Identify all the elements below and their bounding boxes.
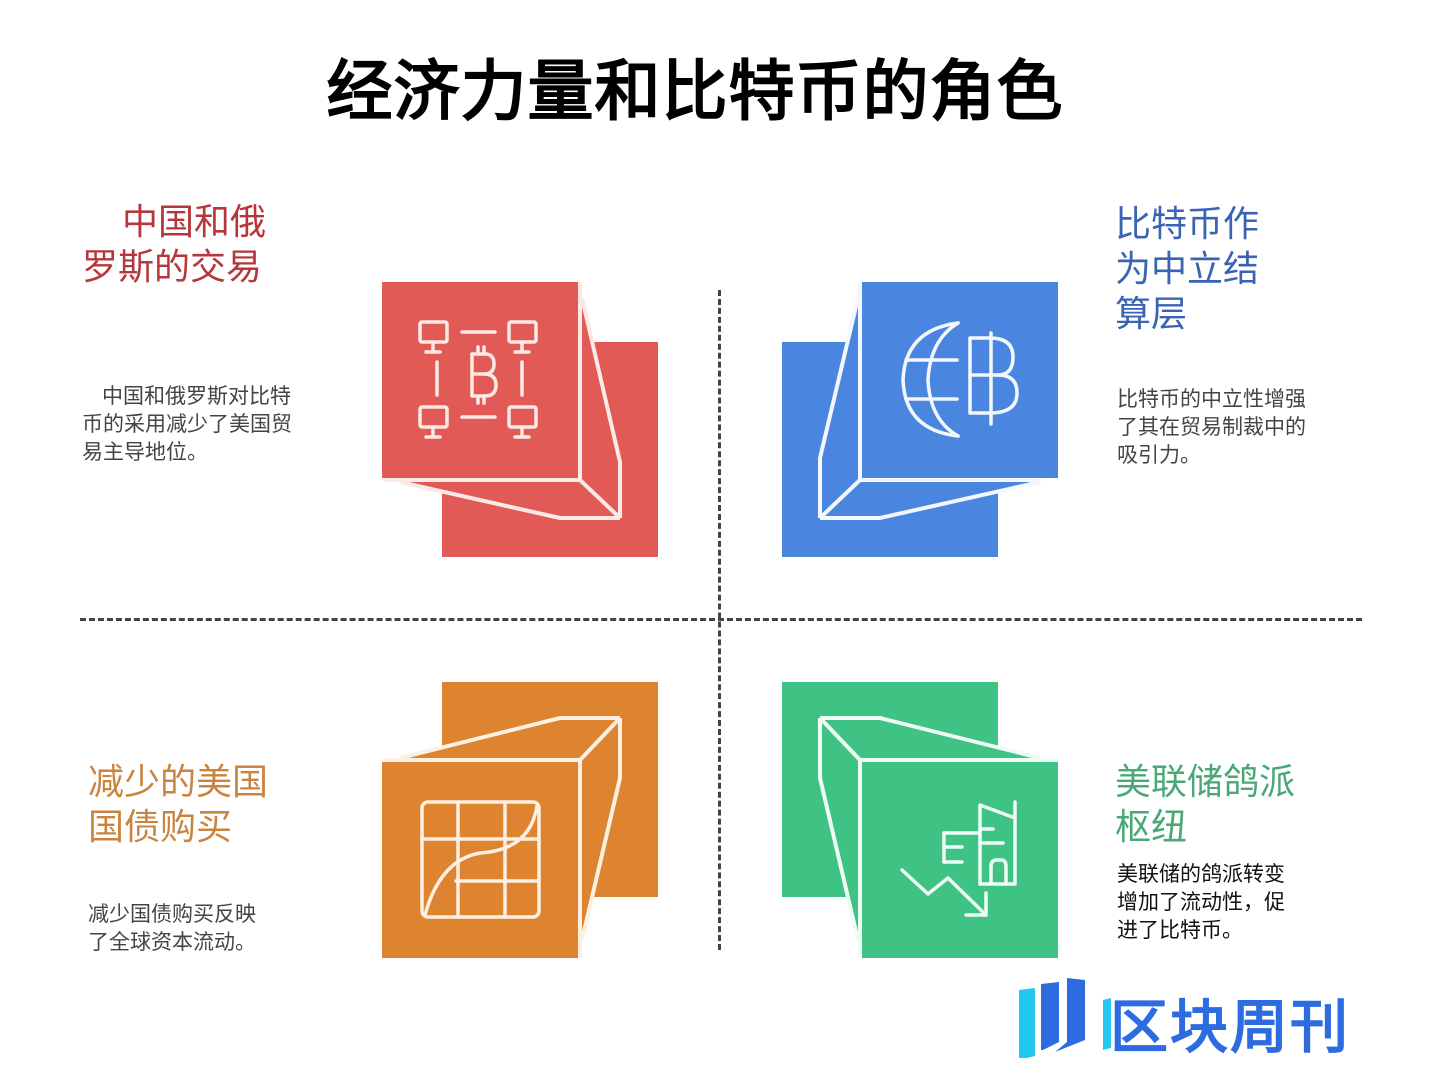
horizontal-divider <box>80 618 1362 621</box>
orange-cube-graphic <box>382 682 658 958</box>
blue-cube-graphic <box>782 282 1058 557</box>
globe-bitcoin-icon <box>901 321 1019 438</box>
building-downtrend-icon <box>900 800 1017 917</box>
logo-mark-icon <box>1019 978 1111 1058</box>
bond-grid-chart-icon <box>420 800 541 919</box>
description-fed-dovish-pivot: 美联储的鸽派转变 增加了流动性，促 进了比特币。 <box>1117 862 1285 942</box>
description-reduced-treasury-purchases: 减少国债购买反映 了全球资本流动。 <box>88 902 256 954</box>
red-cube-graphic <box>382 282 658 557</box>
green-cube-graphic <box>782 682 1058 958</box>
logo-text: 区块周刊 <box>1110 993 1351 1061</box>
heading-reduced-treasury-purchases: 减少的美国 国债购买 <box>88 762 269 848</box>
page-title: 经济力量和比特币的角色 <box>326 53 1064 130</box>
heading-fed-dovish-pivot: 美联储鸽派 枢纽 <box>1115 762 1296 848</box>
description-neutral-settlement: 比特币的中立性增强 了其在贸易制裁中的 吸引力。 <box>1117 387 1306 467</box>
bitcoin-network-icon <box>418 320 538 439</box>
heading-neutral-settlement: 比特币作 为中立结 算层 <box>1115 204 1260 335</box>
vertical-divider <box>718 290 721 950</box>
description-china-russia-trade: 中国和俄罗斯对比特 币的采用减少了美国贸 易主导地位。 <box>82 384 292 464</box>
heading-china-russia-trade: 中国和俄 罗斯的交易 <box>82 202 267 288</box>
